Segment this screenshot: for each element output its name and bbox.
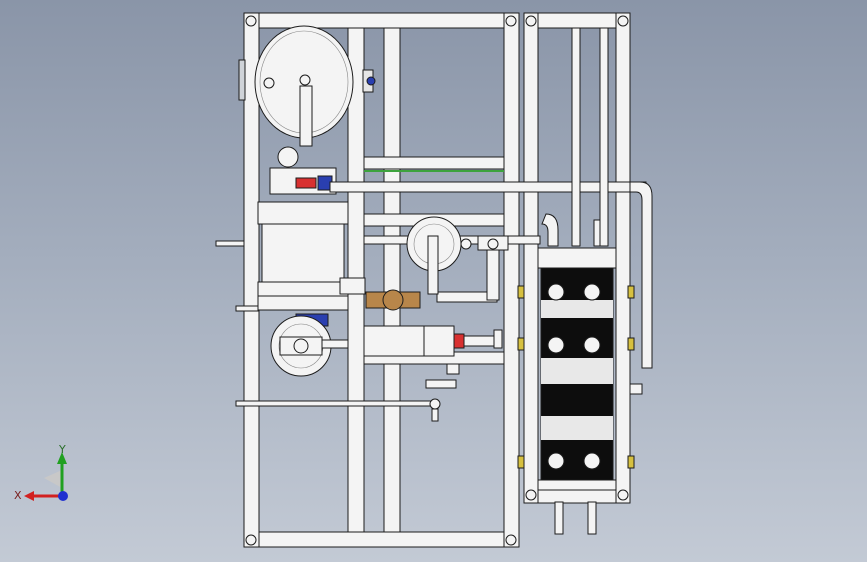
port-fitting-icon (583, 283, 601, 301)
drain-valve[interactable] (429, 398, 441, 422)
port-fitting-icon (547, 336, 565, 354)
red-valve-icon (295, 177, 317, 189)
red-valve-icon (453, 333, 465, 349)
corner-bolt-icon (525, 489, 537, 501)
pipe-network (235, 181, 653, 407)
port-fitting-icon (583, 452, 601, 470)
corner-bolt-icon (617, 15, 629, 27)
coordinate-triad: Y X (14, 443, 68, 502)
heat-exchanger[interactable] (517, 247, 635, 491)
corner-bolt-icon (505, 534, 517, 546)
corner-bolt-icon (245, 15, 257, 27)
port-fitting-icon (583, 336, 601, 354)
bronze-valve[interactable] (365, 289, 421, 311)
filter-housing[interactable] (363, 325, 503, 375)
riser-tubes (554, 27, 609, 535)
tank-port-icon (299, 74, 311, 86)
x-axis-label: X (14, 489, 22, 502)
sensor-icon (366, 76, 376, 86)
motor-assembly[interactable] (215, 85, 349, 327)
port-fitting-icon (547, 283, 565, 301)
corner-bolt-icon (505, 15, 517, 27)
y-axis-label: Y (58, 443, 66, 456)
gauge-port-icon (460, 238, 472, 250)
pump-shaft-icon (293, 338, 309, 354)
gauge-port-icon (487, 238, 499, 250)
gauge-vessel[interactable] (406, 216, 499, 295)
z-axis-dot (58, 491, 68, 501)
corner-bolt-icon (525, 15, 537, 27)
right-frame (523, 12, 631, 504)
port-fitting-icon (547, 452, 565, 470)
corner-bolt-icon (617, 489, 629, 501)
tank-port-icon (263, 77, 275, 89)
pump-housing[interactable] (270, 315, 349, 377)
corner-bolt-icon (245, 534, 257, 546)
